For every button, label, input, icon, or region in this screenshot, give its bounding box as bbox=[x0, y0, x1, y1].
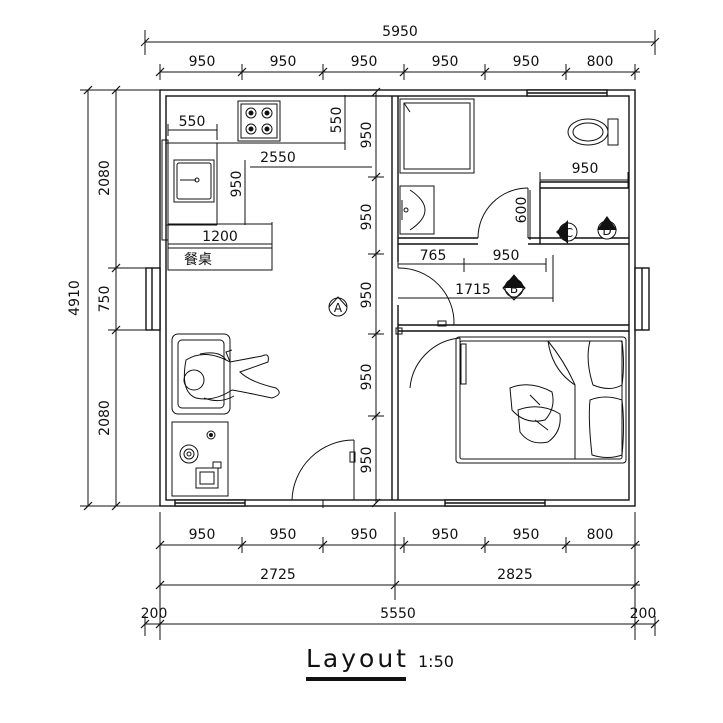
armchair-icon bbox=[171, 333, 231, 415]
bathroom bbox=[399, 98, 619, 235]
dim-center-1: 950 bbox=[359, 122, 375, 149]
dim-left-total: 4910 bbox=[67, 280, 83, 316]
bedroom bbox=[455, 336, 627, 464]
dining-table bbox=[167, 223, 273, 271]
dim-bottom-3: 950 bbox=[351, 527, 378, 543]
dim-half-left: 2725 bbox=[260, 567, 296, 583]
dim-center-5: 950 bbox=[359, 447, 375, 474]
living-area bbox=[171, 333, 324, 508]
marker-a-label: A bbox=[334, 301, 343, 315]
dim-left-seg-3: 2080 bbox=[97, 400, 113, 436]
dim-top-5: 950 bbox=[513, 54, 540, 70]
dim-kitchen-550-d: 550 bbox=[329, 107, 345, 134]
dim-wall-right: 200 bbox=[630, 606, 657, 622]
marker-d: D bbox=[597, 216, 617, 240]
dim-bath-width: 950 bbox=[572, 161, 599, 177]
dim-corridor-950: 950 bbox=[493, 248, 520, 264]
title-underline bbox=[306, 677, 406, 681]
dim-corridor-765: 765 bbox=[420, 248, 447, 264]
dim-corridor-1715: 1715 bbox=[455, 282, 491, 298]
drawing-title: Layout 1:50 bbox=[306, 644, 454, 681]
walls bbox=[145, 89, 650, 507]
scale-text: 1:50 bbox=[418, 652, 454, 671]
dim-bottom-6: 800 bbox=[587, 527, 614, 543]
dimension-labels: 5950 950 950 950 950 950 800 950 950 950… bbox=[67, 24, 656, 622]
kitchen bbox=[161, 100, 345, 271]
dim-center-4: 950 bbox=[359, 364, 375, 391]
stove-icon bbox=[237, 100, 281, 142]
dim-wall-left: 200 bbox=[141, 606, 168, 622]
dim-center-2: 950 bbox=[359, 204, 375, 231]
dim-top-4: 950 bbox=[432, 54, 459, 70]
dim-top-1: 950 bbox=[189, 54, 216, 70]
dim-inner-total: 5550 bbox=[380, 606, 416, 622]
title-text: Layout bbox=[306, 644, 409, 673]
dim-left-seg-1: 2080 bbox=[97, 160, 113, 196]
dim-top-6: 800 bbox=[587, 54, 614, 70]
marker-b-label: B bbox=[510, 282, 518, 296]
dim-overall-top: 5950 bbox=[382, 24, 418, 40]
dim-bottom-5: 950 bbox=[513, 527, 540, 543]
toilet-icon bbox=[567, 118, 619, 146]
washer-cabinet-icon bbox=[171, 421, 229, 497]
dim-half-right: 2825 bbox=[497, 567, 533, 583]
person-icon bbox=[183, 349, 280, 402]
marker-c: C bbox=[556, 220, 578, 244]
dim-kitchen-550-w: 550 bbox=[179, 114, 206, 130]
sink-icon bbox=[173, 159, 215, 203]
marker-c-label: C bbox=[565, 226, 573, 240]
dim-center-3: 950 bbox=[359, 282, 375, 309]
dim-bath-door: 600 bbox=[514, 197, 530, 224]
dim-top-3: 950 bbox=[351, 54, 378, 70]
dim-bottom-4: 950 bbox=[432, 527, 459, 543]
dim-top-2: 950 bbox=[270, 54, 297, 70]
dim-counter-length: 2550 bbox=[260, 150, 296, 166]
marker-b: B bbox=[502, 274, 526, 301]
washbasin-icon bbox=[399, 185, 435, 235]
dim-left-seg-2: 750 bbox=[97, 286, 113, 313]
dimension-lines bbox=[80, 30, 660, 640]
bed-icon bbox=[455, 336, 627, 464]
grid-markers: A B C D bbox=[328, 216, 617, 317]
dim-table-width: 1200 bbox=[202, 229, 238, 245]
dim-bottom-1: 950 bbox=[189, 527, 216, 543]
dim-bottom-2: 950 bbox=[270, 527, 297, 543]
shower-tray-icon bbox=[399, 98, 475, 174]
marker-a: A bbox=[328, 296, 348, 317]
dining-table-label: 餐桌 bbox=[184, 252, 212, 268]
dim-sink-depth: 950 bbox=[229, 171, 245, 198]
doors bbox=[291, 187, 541, 501]
marker-d-label: D bbox=[602, 224, 611, 238]
